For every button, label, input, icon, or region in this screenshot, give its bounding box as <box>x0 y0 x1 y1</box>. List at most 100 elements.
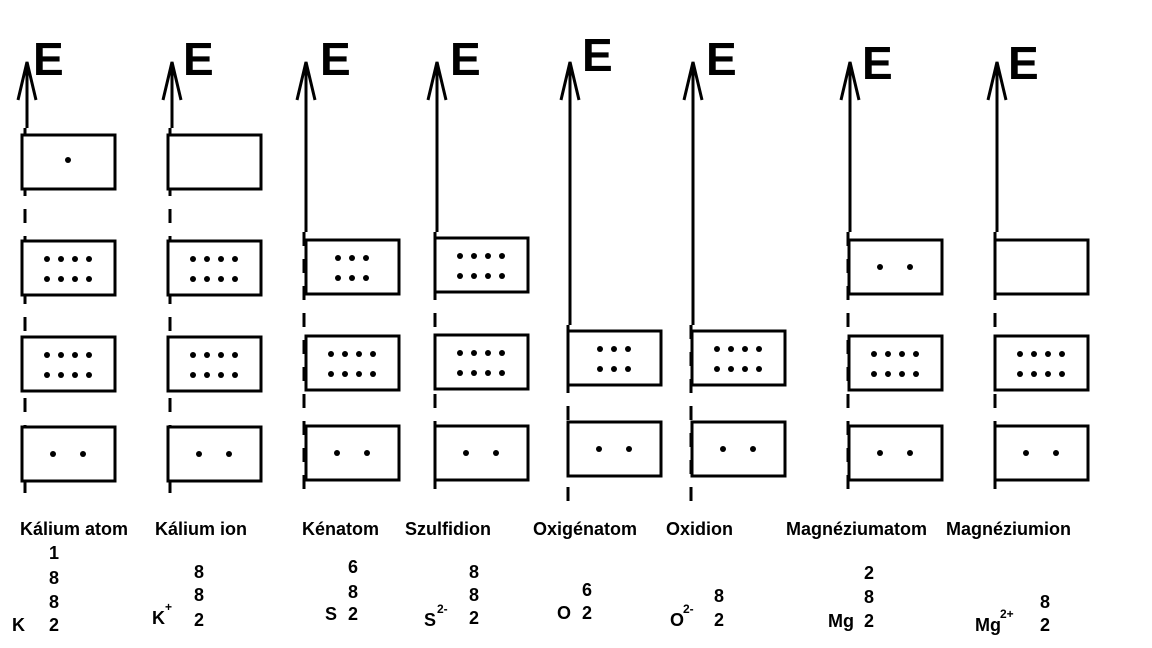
electron-shell-box <box>690 420 787 478</box>
electron-dot <box>756 366 762 372</box>
species-name: Magnéziumion <box>946 519 1071 539</box>
electron-dot <box>204 352 210 358</box>
electron-dot <box>877 264 883 270</box>
electron-shell-box <box>847 238 944 296</box>
electron-dot <box>499 370 505 376</box>
electron-dot <box>899 351 905 357</box>
ion-charge: 2+ <box>1000 607 1014 621</box>
ion-charge: 2- <box>683 602 694 616</box>
electron-shell-box <box>847 334 944 392</box>
electron-shell-box <box>433 424 530 482</box>
electron-dot <box>232 352 238 358</box>
electron-dot <box>80 451 86 457</box>
energy-label: E <box>706 33 737 85</box>
electron-dot <box>597 346 603 352</box>
shell-electron-count: 2 <box>1040 615 1051 635</box>
electron-dot <box>363 255 369 261</box>
energy-label: E <box>33 33 64 85</box>
electron-dot <box>485 350 491 356</box>
electron-dot <box>913 351 919 357</box>
arrow-head-icon <box>682 61 704 101</box>
arrow-head-icon <box>295 61 317 101</box>
electron-dot <box>913 371 919 377</box>
electron-dot <box>1059 371 1065 377</box>
electron-dot <box>626 446 632 452</box>
element-symbol: S <box>325 604 338 624</box>
shell-electron-count: 8 <box>864 587 875 607</box>
shell-electron-count: 8 <box>469 585 480 605</box>
shell-electron-count: 2 <box>348 604 359 624</box>
electron-dot <box>356 371 362 377</box>
electron-dot <box>190 256 196 262</box>
shell-electron-count: 8 <box>194 562 205 582</box>
shell-electron-count: 2 <box>582 603 593 623</box>
electron-shell-box <box>166 133 263 191</box>
electron-dot <box>885 351 891 357</box>
electron-dot <box>457 273 463 279</box>
electron-shell-box <box>993 334 1090 392</box>
electron-dot <box>349 275 355 281</box>
electron-dot <box>218 256 224 262</box>
electron-dot <box>1059 351 1065 357</box>
shell-electron-count: 2 <box>49 615 60 635</box>
electron-shell-box <box>566 420 663 478</box>
electron-dot <box>742 366 748 372</box>
energy-label: E <box>450 33 481 85</box>
element-symbol: Mg <box>975 615 1001 635</box>
electron-dot <box>328 351 334 357</box>
arrow-head-icon <box>16 61 38 101</box>
element-symbol: Mg <box>828 611 854 631</box>
electron-dot <box>190 352 196 358</box>
electron-dot <box>625 346 631 352</box>
electron-dot <box>907 450 913 456</box>
electron-shell-box <box>993 238 1090 296</box>
energy-label: E <box>183 33 214 85</box>
electron-shell-box <box>20 335 117 393</box>
shell-electron-count: 8 <box>1040 592 1051 612</box>
electron-dot <box>44 256 50 262</box>
electron-shell-box <box>304 424 401 482</box>
electron-dot <box>232 276 238 282</box>
shell-electron-count: 8 <box>194 585 205 605</box>
energy-label: E <box>582 29 613 81</box>
electron-shell-box <box>433 236 530 294</box>
electron-shell-box <box>166 425 263 483</box>
electron-shell-box <box>993 424 1090 482</box>
electron-dot <box>463 450 469 456</box>
electron-dot <box>885 371 891 377</box>
element-symbol: K <box>152 608 165 628</box>
electron-dot <box>44 372 50 378</box>
electron-dot <box>625 366 631 372</box>
electron-shell-box <box>433 333 530 391</box>
shell-electron-count: 1 <box>49 543 60 563</box>
electron-dot <box>65 157 71 163</box>
electron-dot <box>58 372 64 378</box>
species-name: Oxidion <box>666 519 733 539</box>
electron-dot <box>750 446 756 452</box>
electron-dot <box>72 372 78 378</box>
electron-dot <box>1017 371 1023 377</box>
electron-dot <box>328 371 334 377</box>
electron-dot <box>50 451 56 457</box>
shell-electron-count: 8 <box>49 568 60 588</box>
electron-dot <box>342 371 348 377</box>
electron-dot <box>742 346 748 352</box>
electron-dot <box>1045 371 1051 377</box>
electron-dot <box>190 372 196 378</box>
shell-electron-count: 8 <box>714 586 725 606</box>
electron-dot <box>720 446 726 452</box>
energy-label: E <box>862 37 893 89</box>
element-symbol: K <box>12 615 25 635</box>
element-symbol: O <box>670 610 685 630</box>
ion-charge: + <box>165 600 173 614</box>
electron-shell-box <box>20 425 117 483</box>
electron-dot <box>72 256 78 262</box>
electron-dot <box>728 366 734 372</box>
electron-dot <box>204 276 210 282</box>
electron-dot <box>190 276 196 282</box>
electron-dot <box>1017 351 1023 357</box>
electron-dot <box>335 275 341 281</box>
electron-dot <box>334 450 340 456</box>
electron-dot <box>370 351 376 357</box>
electron-dot <box>363 275 369 281</box>
